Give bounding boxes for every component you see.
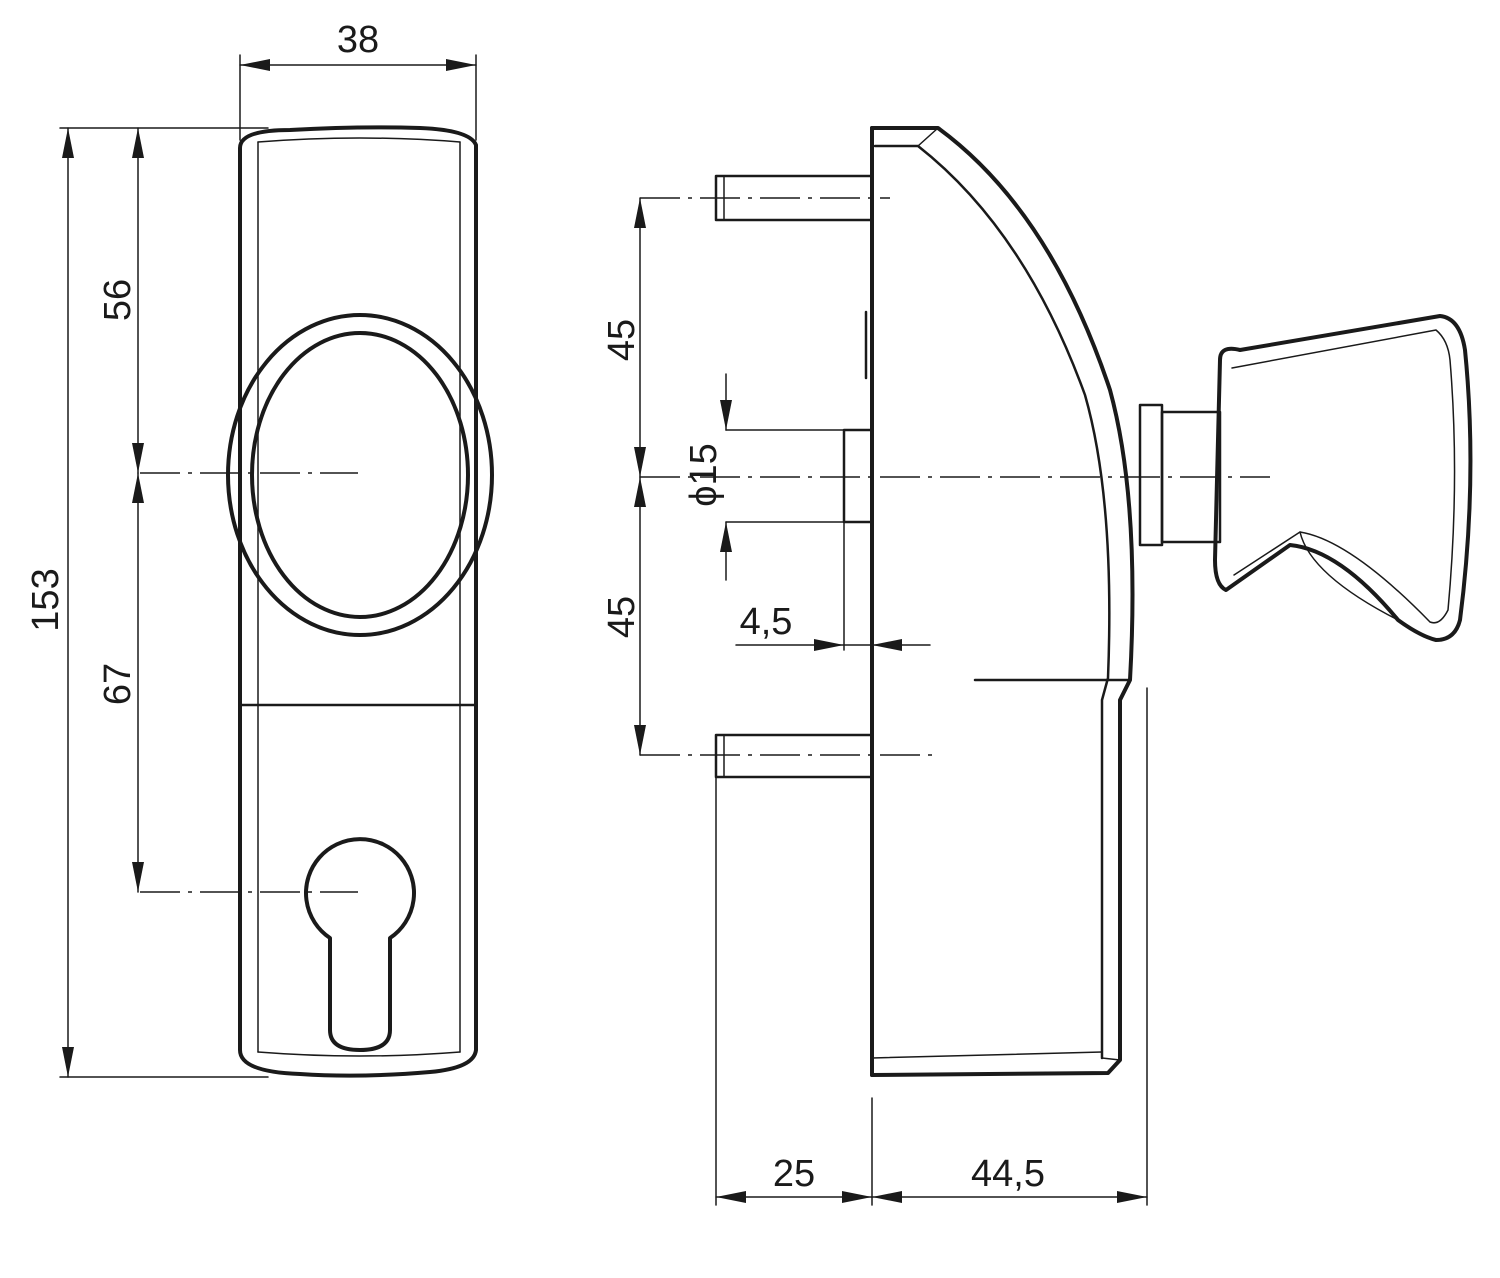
knob-neck <box>1138 403 1164 547</box>
dim-upper-to-center: 56 <box>97 279 139 321</box>
dim-spindle-diameter: ϕ15 <box>683 443 725 507</box>
dim-pin-length: 25 <box>773 1153 815 1195</box>
dim-center-to-cylinder: 67 <box>97 663 139 705</box>
spindle-stub <box>842 428 874 524</box>
dim-lower-pin-spacing: 45 <box>601 596 643 638</box>
dim-depth: 44,5 <box>971 1153 1045 1195</box>
front-view <box>140 125 494 1078</box>
dim-front-width: 38 <box>337 19 379 61</box>
front-plate-outline <box>238 125 478 1078</box>
knob-rosette-inner <box>250 331 470 619</box>
side-dimensions: 45 45 ϕ15 4,5 25 44,5 <box>601 197 1148 1206</box>
cylinder-cutout <box>304 837 416 1052</box>
knob-body <box>1213 314 1473 642</box>
front-plate-top-bevel <box>257 137 461 143</box>
knob-rosette-outer <box>226 313 494 637</box>
dim-front-height: 153 <box>25 568 67 631</box>
front-plate-bottom-bevel <box>257 1051 461 1057</box>
side-view <box>640 126 1473 1077</box>
side-plate-outline <box>870 126 1135 1077</box>
dim-spindle-projection: 4,5 <box>740 601 793 643</box>
side-plate-inner-curve <box>873 144 1111 1060</box>
front-dimensions: 38 153 56 67 <box>25 19 477 1078</box>
lower-pin <box>714 733 874 779</box>
dim-upper-pin-spacing: 45 <box>601 319 643 361</box>
knob-inner <box>1231 329 1456 624</box>
